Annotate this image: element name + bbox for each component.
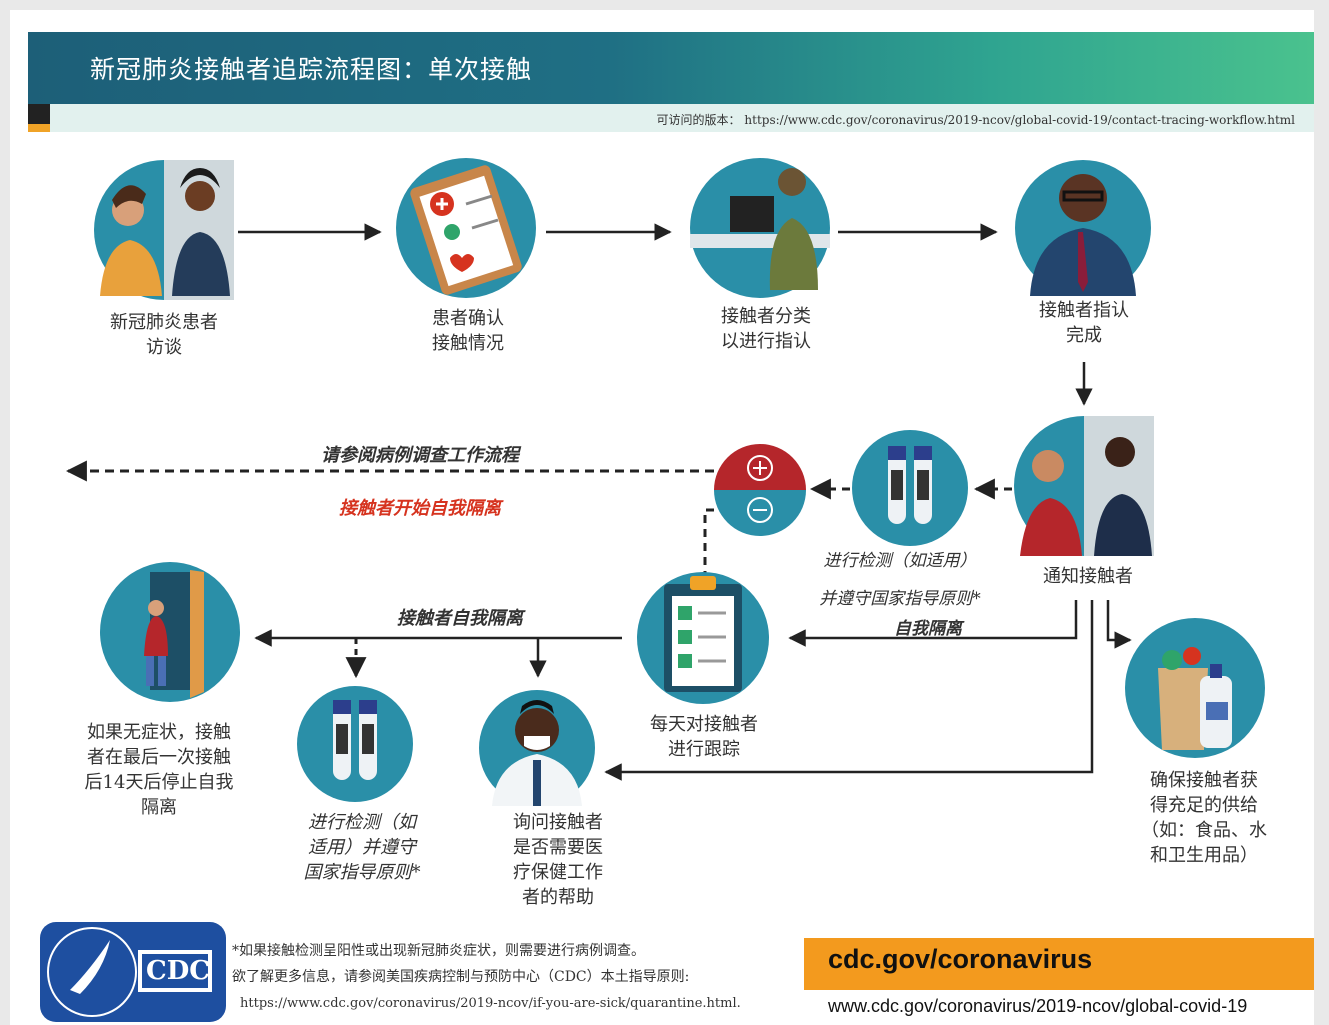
daily-checklist-icon: [637, 572, 769, 704]
test-top-label: 进行检测（如适用）: [823, 551, 977, 571]
cdc-url-banner: [804, 938, 1314, 990]
health-worker-laptop-icon: [690, 158, 830, 298]
cdc-logo-text: CDC: [146, 956, 210, 986]
header-accent: [28, 124, 50, 132]
step-identify-label: 患者确认 接触情况: [432, 308, 504, 354]
contact-isolation-label: 接触者自我隔离: [397, 608, 523, 629]
cdc-global-link[interactable]: www.cdc.gov/coronavirus/2019-ncov/global…: [828, 996, 1248, 1016]
arrow-negative-to-daily: [703, 508, 714, 574]
notify-phone-icon: [1014, 416, 1154, 556]
cdc-coronavirus-link[interactable]: cdc.gov/coronavirus: [828, 944, 1093, 974]
open-door-icon: [100, 562, 240, 702]
step-done-label: 接触者指认 完成: [1039, 300, 1129, 346]
case-workflow-label: 请参阅病例调查工作流程: [321, 445, 519, 466]
step-notify-label: 通知接触者: [1043, 566, 1133, 587]
contact-starts-isolation-label: 接触者开始自我隔离: [339, 498, 501, 519]
step-ask-label: 询问接触者 是否需要医 疗保健工作 者的帮助: [513, 812, 603, 908]
step-triage-label: 接触者分类 以进行指认: [721, 306, 811, 352]
test-top-label-2: 并遵守国家指导原则*: [819, 589, 981, 609]
footnote-url[interactable]: https://www.cdc.gov/coronavirus/2019-nco…: [240, 996, 741, 1011]
accessible-version-url[interactable]: https://www.cdc.gov/coronavirus/2019-nco…: [744, 113, 1295, 127]
footnote-2: 欲了解更多信息，请参阅美国疾病控制与预防中心（CDC）本土指导原则:: [232, 969, 690, 985]
step-stop-label: 如果无症状，接触 者在最后一次接触 后14天后停止自我 隔离: [84, 722, 234, 818]
contact-person-icon: [1015, 160, 1151, 296]
test-tubes-icon: [852, 430, 968, 546]
accessible-version-label: 可访问的版本：: [656, 113, 741, 127]
test-tubes-bottom-icon: [297, 686, 413, 802]
test-result-icon: [714, 444, 806, 536]
clipboard-checklist-icon: [396, 158, 536, 298]
step-supplies-label: 确保接触者获 得充足的供给 （如：食品、水 和卫生用品）: [1141, 770, 1267, 866]
arrow-notify-to-daily: [788, 600, 1078, 647]
doctor-mask-icon: [479, 690, 595, 806]
step-test-bottom-label: 进行检测（如 适用）并遵守 国家指导原则*: [303, 812, 421, 883]
step-daily-label: 每天对接触者 进行跟踪: [650, 714, 758, 760]
self-isolate-label: 自我隔离: [894, 619, 962, 639]
groceries-supplies-icon: [1125, 618, 1265, 758]
header-subbar: [50, 104, 1314, 132]
arrow-notify-to-ask: [604, 600, 1094, 781]
hhs-cdc-logo: [40, 922, 226, 1022]
page-title: 新冠肺炎接触者追踪流程图：单次接触: [90, 55, 533, 84]
footnote-1: *如果接触检测呈阳性或出现新冠肺炎症状，则需要进行病例调查。: [232, 943, 645, 959]
accessible-version-link[interactable]: 可访问的版本： https://www.cdc.gov/coronavirus/…: [657, 111, 1295, 128]
step-interview-label: 新冠肺炎患者 访谈: [110, 312, 218, 358]
header-banner: [28, 32, 1314, 104]
phone-call-icon: [94, 160, 234, 300]
arrow-notify-to-supplies: [1106, 600, 1132, 649]
